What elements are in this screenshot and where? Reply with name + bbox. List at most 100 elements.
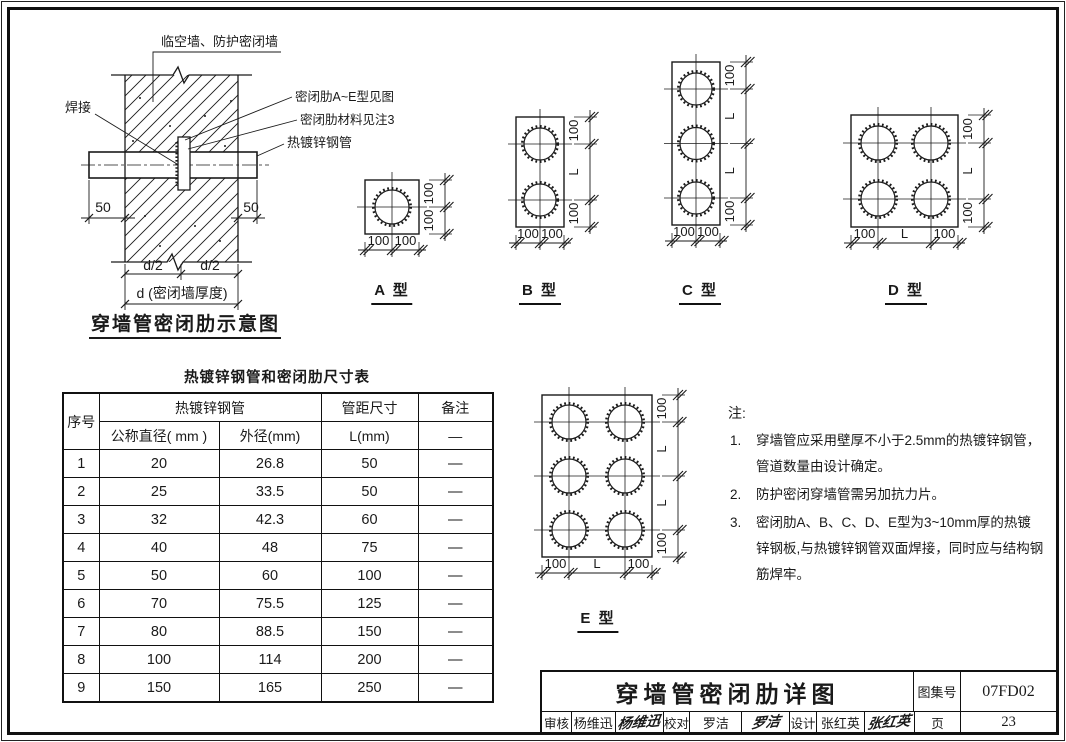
table-cell: 125 bbox=[320, 589, 419, 618]
table-cell: 150 bbox=[320, 617, 419, 646]
dim-label: 100 bbox=[654, 533, 669, 555]
table-cell: 40 bbox=[98, 533, 220, 562]
type-a-label: A 型 bbox=[371, 279, 413, 305]
rib-type-label: 密闭肋A~E型见图 bbox=[295, 89, 394, 104]
atlas-number-label: 图集号 bbox=[913, 672, 960, 711]
atlas-number: 07FD02 bbox=[960, 672, 1056, 711]
table-cell: 2 bbox=[62, 477, 100, 506]
dim-label: 100 bbox=[566, 120, 581, 142]
table-cell: — bbox=[417, 673, 494, 703]
proofreader-name: 罗洁 bbox=[689, 712, 741, 732]
notes-block: 注: 1.穿墙管应采用壁厚不小于2.5mm的热镀锌钢管， 管道数量由设计确定。2… bbox=[728, 400, 1056, 588]
rib-material-label: 密闭肋材料见注3 bbox=[300, 112, 395, 127]
designer-name: 张红英 bbox=[815, 712, 864, 732]
dim-label: 100 bbox=[654, 398, 669, 420]
dim-label: 100 bbox=[722, 201, 737, 223]
dim-label: L bbox=[654, 445, 669, 452]
table-cell: 150 bbox=[98, 673, 220, 703]
note-item: 3.密闭肋A、B、C、D、E型为3~10mm厚的热镀 锌钢板,与热镀锌钢管双面焊… bbox=[728, 510, 1056, 588]
dim-label: 100 bbox=[960, 202, 975, 224]
table-cell: 4 bbox=[62, 533, 100, 562]
note-item: 1.穿墙管应采用壁厚不小于2.5mm的热镀锌钢管， 管道数量由设计确定。 bbox=[728, 428, 1056, 480]
table-cell: — bbox=[417, 617, 494, 646]
note-text: 密闭肋A、B、C、D、E型为3~10mm厚的热镀 锌钢板,与热镀锌钢管双面焊接，… bbox=[756, 515, 1044, 582]
table-cell: 7 bbox=[62, 617, 100, 646]
table-cell: — bbox=[417, 589, 494, 618]
table-cell: 1 bbox=[62, 449, 100, 478]
leader-lines bbox=[94, 51, 298, 165]
table-cell: 165 bbox=[218, 673, 322, 703]
pipe-label: 热镀锌钢管 bbox=[287, 135, 352, 150]
note-item: 2. 防护密闭穿墙管需另加抗力片。 bbox=[728, 482, 1056, 508]
notes-heading: 注: bbox=[728, 405, 746, 421]
proofreader-label: 校对 bbox=[662, 712, 690, 732]
dim-label: 100 bbox=[368, 233, 390, 248]
note-number: 2. bbox=[730, 487, 742, 502]
table-cell: 3 bbox=[62, 505, 100, 534]
header-length: L(mm) bbox=[320, 421, 419, 450]
table-cell: 6 bbox=[62, 589, 100, 618]
table-cell: 100 bbox=[320, 561, 419, 590]
dim-label: 100 bbox=[541, 226, 563, 241]
table-cell: 250 bbox=[320, 673, 419, 703]
table-cell: 50 bbox=[320, 477, 419, 506]
dim-label: 100 bbox=[421, 183, 436, 205]
weld-label: 焊接 bbox=[65, 100, 91, 115]
table-cell: 25 bbox=[98, 477, 220, 506]
dim-label: L bbox=[960, 167, 975, 174]
sealing-rib bbox=[177, 136, 191, 191]
wall-label: 临空墙、防护密闭墙 bbox=[161, 34, 278, 49]
dim-label: L bbox=[566, 168, 581, 175]
table-cell: 33.5 bbox=[218, 477, 322, 506]
dimension-table: 序号 热镀锌钢管 管距尺寸 备注 公称直径( mm ) 外径(mm) L(mm)… bbox=[62, 392, 494, 703]
table-cell: — bbox=[417, 449, 494, 478]
table-cell: 100 bbox=[98, 645, 220, 674]
table-cell: — bbox=[417, 477, 494, 506]
table-cell: — bbox=[417, 505, 494, 534]
table-cell: 60 bbox=[320, 505, 419, 534]
dim-lines-50 bbox=[81, 180, 265, 224]
table-cell: 50 bbox=[98, 561, 220, 590]
designer-signature: 张红英 bbox=[863, 712, 914, 732]
dim-50-right: 50 bbox=[243, 199, 259, 215]
dim-label: 100 bbox=[421, 210, 436, 232]
header-pipe-group: 热镀锌钢管 bbox=[98, 392, 322, 422]
type-d-label: D 型 bbox=[884, 279, 928, 305]
dim-half-d-left: d/2 bbox=[143, 257, 163, 273]
reviewer-label: 审核 bbox=[543, 716, 569, 731]
dim-label: 100 bbox=[545, 556, 567, 571]
page-label: 页 bbox=[913, 712, 961, 732]
table-cell: 75.5 bbox=[218, 589, 322, 618]
table-cell: — bbox=[417, 645, 494, 674]
note-text: 防护密闭穿墙管需另加抗力片。 bbox=[756, 487, 945, 502]
dim-label: L bbox=[722, 113, 737, 120]
table-cell: 114 bbox=[218, 645, 322, 674]
dim-label: 100 bbox=[934, 226, 956, 241]
table-cell: 8 bbox=[62, 645, 100, 674]
table-cell: 50 bbox=[320, 449, 419, 478]
table-cell: 48 bbox=[218, 533, 322, 562]
dim-50-left: 50 bbox=[95, 199, 111, 215]
table-header-row: 序号 热镀锌钢管 管距尺寸 备注 bbox=[62, 392, 494, 450]
table-subheader-row: 公称直径( mm ) 外径(mm) L(mm) — bbox=[63, 421, 494, 450]
dim-label: 100 bbox=[673, 224, 695, 239]
proofreader-signature: 罗洁 bbox=[741, 712, 789, 732]
type-e-label: E 型 bbox=[577, 607, 619, 633]
concrete-specks bbox=[132, 97, 232, 247]
title-block-row1: 穿墙管密闭肋详图 图集号 07FD02 bbox=[542, 672, 1056, 712]
table-cell: 20 bbox=[98, 449, 220, 478]
title-block: 穿墙管密闭肋详图 图集号 07FD02 审核 杨维迅 杨维迅 校对 罗洁 罗洁 … bbox=[540, 670, 1056, 732]
dim-label: 100 bbox=[960, 118, 975, 140]
